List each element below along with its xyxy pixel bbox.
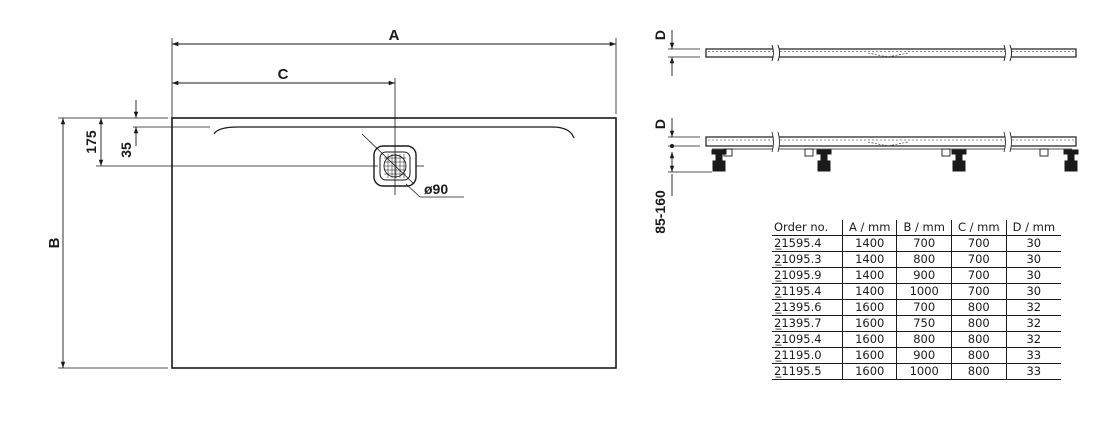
a-cell: 1400 [841,283,897,300]
a-cell: 1600 [841,299,897,316]
label-drain-diameter: ø90 [424,181,448,197]
spec-table-header: Order no. A / mm B / mm C / mm D / mm [772,220,1062,236]
a-cell: 1600 [841,347,897,364]
adjustable-foot [1063,149,1079,172]
b-cell: 1000 [896,283,952,300]
c-cell: 700 [950,267,1007,284]
d-cell: 30 [1005,283,1062,300]
spec-table: Order no. A / mm B / mm C / mm D / mm 2̲… [772,220,1062,380]
b-cell: 900 [896,267,952,284]
table-row: 2̲1395.7 1600 750 800 32 [772,315,1062,332]
drain-channel-groove [213,126,575,139]
b-cell: 900 [896,347,952,364]
a-cell: 1400 [841,267,897,284]
order-no-cell: 2̲1195.5 [772,363,843,380]
label-d-flat: D [652,30,668,40]
drain-leader-line [405,183,421,198]
plan-view [58,38,617,369]
table-row: 2̲1195.5 1600 1000 800 33 [772,363,1062,380]
b-cell: 700 [896,299,952,316]
table-row: 2̲1595.4 1400 700 700 30 [772,235,1062,252]
table-row: 2̲1095.9 1400 900 700 30 [772,267,1062,284]
shower-tray-outline [171,117,617,369]
order-no-cell: 2̲1195.4 [772,283,843,300]
b-cell: 750 [896,315,952,332]
header-c: C / mm [950,220,1007,236]
d-cell: 30 [1005,235,1062,252]
a-cell: 1600 [841,363,897,380]
c-cell: 700 [950,235,1007,252]
label-35: 35 [118,142,134,158]
order-no-cell: 2̲1595.4 [772,235,843,252]
c-cell: 800 [950,331,1007,348]
label-b: B [46,237,63,248]
header-b: B / mm [896,220,952,236]
adjustable-foot [711,149,727,172]
b-cell: 700 [896,235,952,252]
d-cell: 32 [1005,299,1062,316]
label-d-legs: D [652,119,668,129]
header-a: A / mm [841,220,897,236]
d-cell: 32 [1005,331,1062,348]
side-view-flat [668,30,1077,76]
c-cell: 800 [950,315,1007,332]
adjustable-foot [951,149,967,172]
d-cell: 30 [1005,267,1062,284]
adjustable-foot [816,149,832,172]
c-cell: 800 [950,347,1007,364]
c-cell: 700 [950,251,1007,268]
table-row: 2̲1195.0 1600 900 800 33 [772,347,1062,364]
d-cell: 32 [1005,315,1062,332]
order-no-cell: 2̲1395.6 [772,299,843,316]
b-cell: 1000 [896,363,952,380]
order-no-cell: 2̲1095.9 [772,267,843,284]
label-leg-height-range: 85-160 [652,190,668,234]
table-row: 2̲1395.6 1600 700 800 32 [772,299,1062,316]
order-no-cell: 2̲1195.0 [772,347,843,364]
a-cell: 1600 [841,331,897,348]
label-175: 175 [83,130,99,154]
b-cell: 800 [896,251,952,268]
c-cell: 700 [950,283,1007,300]
table-row: 2̲1195.4 1400 1000 700 30 [772,283,1062,300]
header-d: D / mm [1005,220,1062,236]
table-row: 2̲1095.3 1400 800 700 30 [772,251,1062,268]
label-a: A [389,27,400,44]
c-cell: 800 [950,299,1007,316]
order-no-cell: 2̲1095.3 [772,251,843,268]
adjustable-feet [711,149,1079,172]
table-row: 2̲1095.4 1600 800 800 32 [772,331,1062,348]
c-cell: 800 [950,363,1007,380]
drain [361,133,464,198]
a-cell: 1600 [841,315,897,332]
b-cell: 800 [896,331,952,348]
header-order-no: Order no. [772,220,843,236]
d-cell: 33 [1005,363,1062,380]
a-cell: 1400 [841,235,897,252]
side-view-with-legs [668,118,1077,196]
order-no-cell: 2̲1095.4 [772,331,843,348]
label-c: C [278,66,289,83]
d-cell: 33 [1005,347,1062,364]
d-cell: 30 [1005,251,1062,268]
order-no-cell: 2̲1395.7 [772,315,843,332]
a-cell: 1400 [841,251,897,268]
